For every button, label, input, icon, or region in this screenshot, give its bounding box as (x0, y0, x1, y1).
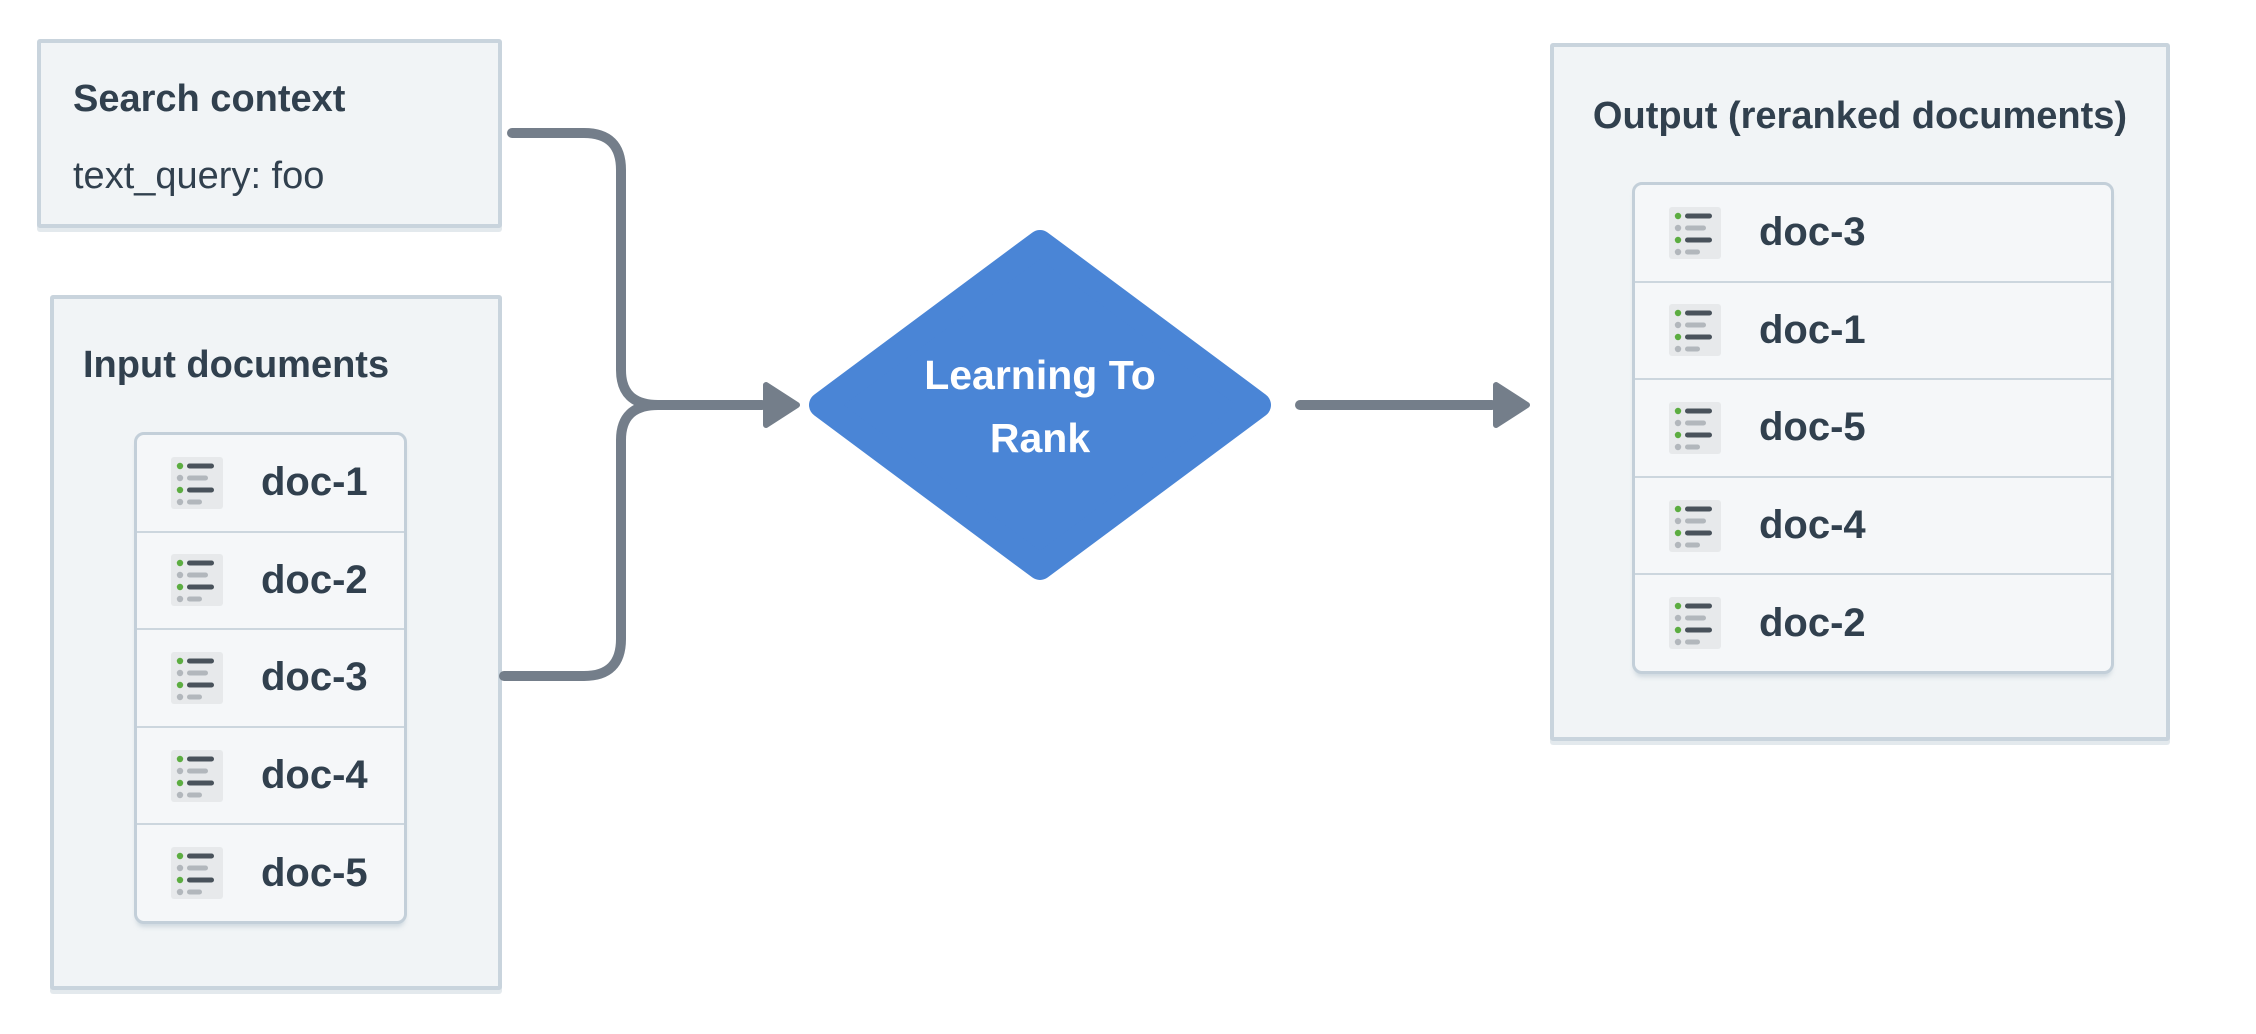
node-label-line2: Rank (990, 415, 1090, 461)
output-documents-list: doc-3 doc-1 doc-5 doc-4 doc-2 (1632, 182, 2114, 674)
document-list-icon (171, 651, 223, 704)
document-list-icon (171, 847, 223, 900)
output-arrowhead (1493, 382, 1530, 428)
doc-label: doc-4 (1759, 503, 1866, 548)
diamond-shape (809, 230, 1271, 580)
doc-label: doc-3 (1759, 210, 1866, 255)
connector-from-search-context (507, 128, 663, 410)
doc-item: doc-3 (1635, 185, 2111, 283)
doc-label: doc-5 (1759, 405, 1866, 450)
output-box-title: Output (reranked documents) (1592, 95, 2128, 137)
doc-item: doc-1 (1635, 282, 2111, 381)
document-list-icon (171, 554, 223, 607)
doc-item: doc-5 (137, 825, 404, 921)
node-label-line1: Learning To (924, 352, 1156, 398)
document-list-icon (171, 749, 223, 802)
document-list-icon (1669, 206, 1721, 259)
doc-label: doc-1 (1759, 307, 1866, 352)
input-documents-list: doc-1 doc-2 doc-3 doc-4 doc-5 (134, 432, 407, 924)
doc-item: doc-4 (137, 727, 404, 826)
output-box: Output (reranked documents) doc-3 doc-1 … (1550, 43, 2170, 741)
merged-arrowhead (763, 382, 800, 428)
connector-from-input-documents (499, 400, 663, 681)
input-documents-box: Input documents doc-1 doc-2 doc-3 doc-4 … (50, 295, 502, 990)
doc-item: doc-5 (1635, 380, 2111, 478)
doc-label: doc-5 (261, 850, 368, 895)
document-list-icon (1669, 597, 1721, 650)
input-documents-title: Input documents (83, 344, 390, 386)
search-context-title: Search context (73, 78, 346, 120)
document-list-icon (1669, 499, 1721, 552)
learning-to-rank-node: Learning To Rank (809, 230, 1271, 580)
doc-item: doc-1 (137, 435, 404, 533)
document-list-icon (1669, 401, 1721, 454)
doc-item: doc-3 (137, 630, 404, 728)
doc-label: doc-1 (261, 460, 368, 505)
doc-item: doc-2 (1635, 575, 2111, 671)
doc-item: doc-4 (1635, 477, 2111, 576)
search-query-text: text_query: foo (73, 155, 325, 197)
doc-label: doc-2 (1759, 600, 1866, 645)
document-list-icon (171, 456, 223, 509)
document-list-icon (1669, 304, 1721, 357)
doc-label: doc-2 (261, 557, 368, 602)
search-context-box: Search context text_query: foo (37, 39, 502, 228)
doc-label: doc-4 (261, 753, 368, 798)
doc-item: doc-2 (137, 532, 404, 631)
doc-label: doc-3 (261, 655, 368, 700)
